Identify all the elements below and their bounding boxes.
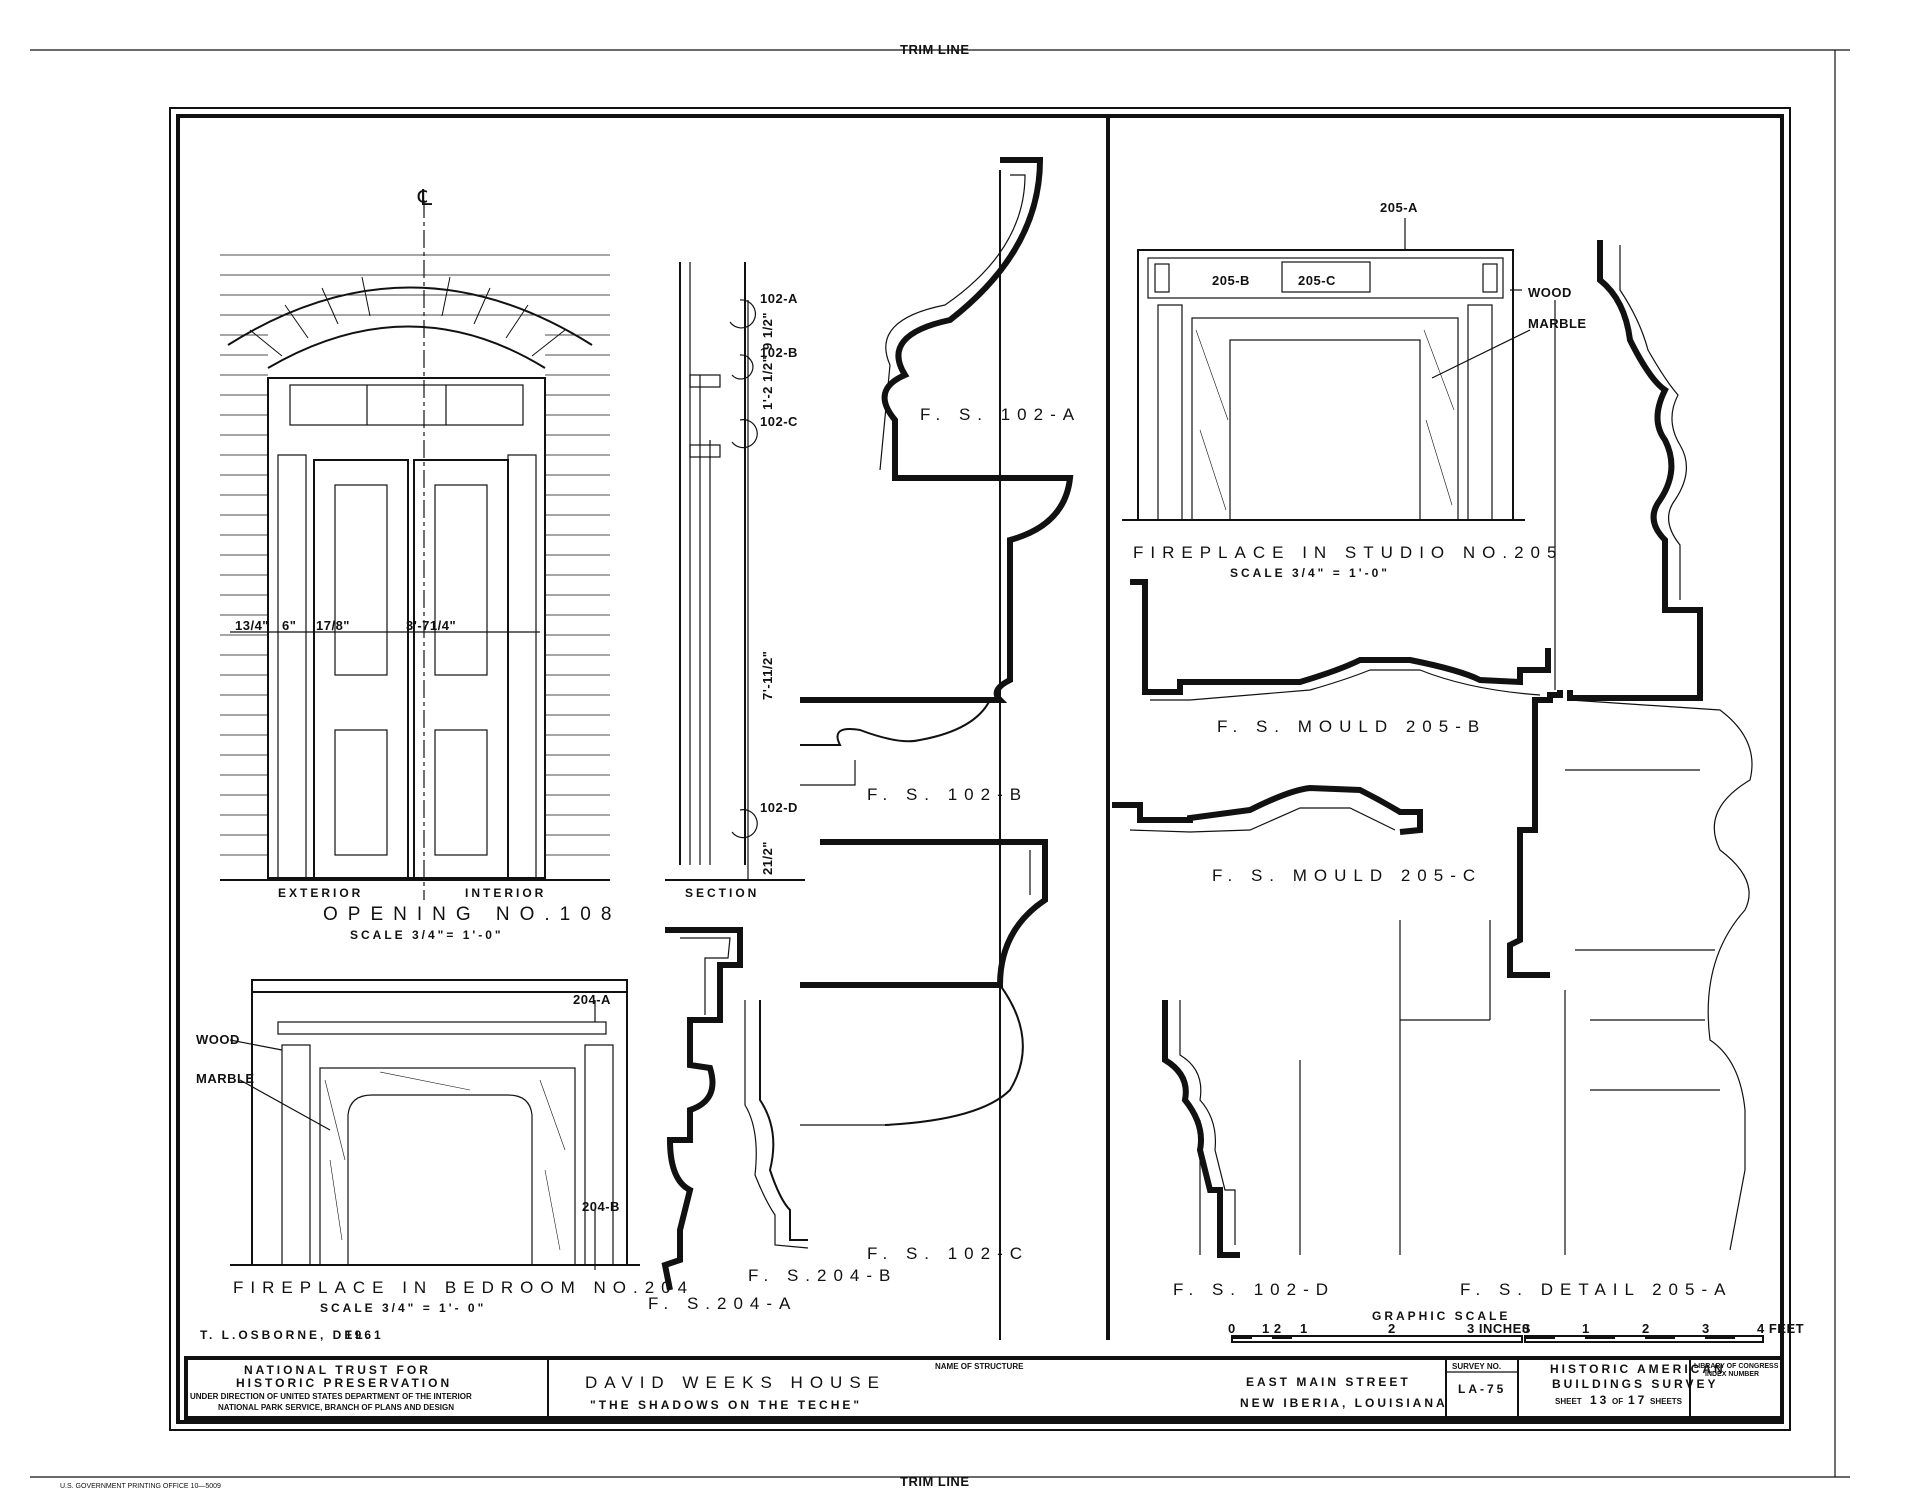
bedroom-scale: SCALE 3/4" = 1'- 0" xyxy=(320,1301,486,1315)
loc-line-1: LIBRARY OF CONGRESS xyxy=(1694,1363,1779,1370)
sheet-word: SHEET xyxy=(1555,1397,1582,1406)
scale-inch-0: 0 xyxy=(1228,1321,1236,1336)
label-205-a: 205-A xyxy=(1380,200,1418,215)
scale-foot-3: 3 xyxy=(1702,1321,1710,1336)
bedroom-marble-label: MARBLE xyxy=(196,1071,255,1086)
dim-2-1-2: 21/2" xyxy=(760,841,775,875)
studio-scale: SCALE 3/4" = 1'-0" xyxy=(1230,566,1390,580)
bottom-trim-label: TRIM LINE xyxy=(900,1474,970,1489)
fs-102-b-label: F. S. 102-B xyxy=(867,785,1028,804)
scale-foot-4: 4 FEET xyxy=(1757,1321,1804,1336)
profile-102-c xyxy=(800,839,1048,1126)
outer-border xyxy=(169,107,1791,1431)
mould-205-c-label: F. S. MOULD 205-C xyxy=(1212,866,1482,885)
loc-line-2: INDEX NUMBER xyxy=(1705,1371,1759,1378)
bedroom-fireplace-elevation xyxy=(229,979,640,1270)
inner-border xyxy=(176,114,1784,1424)
title-block xyxy=(184,1356,1784,1420)
scale-inch-1: 1 xyxy=(1300,1321,1308,1336)
sheets-total: 17 xyxy=(1628,1393,1647,1407)
habs-line-1: HISTORIC AMERICAN xyxy=(1550,1362,1726,1376)
profile-204-b xyxy=(744,1000,809,1249)
top-trim-label: TRIM LINE xyxy=(900,42,970,57)
dim-9-1-2: 9 1/2" xyxy=(760,312,775,350)
studio-fireplace-elevation xyxy=(1122,218,1531,521)
dim-3-7-1-4: 3'-71/4" xyxy=(406,618,456,633)
graphic-scale-bar xyxy=(1231,1335,1764,1343)
opening-scale: SCALE 3/4"= 1'-0" xyxy=(350,928,504,942)
opening-title: OPENING NO.108 xyxy=(323,904,621,925)
survey-no-caption: SURVEY NO. xyxy=(1452,1362,1501,1371)
detail-205-a xyxy=(1199,240,1753,1255)
scale-foot-2: 2 xyxy=(1642,1321,1650,1336)
drawing-year: 1961 xyxy=(345,1328,384,1342)
dim-1-2-1-2: 1'-2 1/2" xyxy=(760,356,775,410)
scale-foot-1: 1 xyxy=(1582,1321,1590,1336)
opening-108-elevation xyxy=(220,200,610,900)
scale-inch-3: 3 INCHES xyxy=(1467,1321,1531,1336)
org-line-2: HISTORIC PRESERVATION xyxy=(236,1376,452,1390)
of-word: OF xyxy=(1612,1397,1623,1406)
profile-mould-205-b xyxy=(1130,579,1551,701)
scale-foot-0: 0 xyxy=(1522,1321,1530,1336)
scale-inch-1-2: 1 2 xyxy=(1262,1321,1282,1336)
label-102-b: 102-B xyxy=(760,345,798,360)
org-line-3: UNDER DIRECTION OF UNITED STATES DEPARTM… xyxy=(190,1392,472,1401)
fs-204-a-label: F. S.204-A xyxy=(648,1294,797,1313)
profile-102-b xyxy=(800,699,991,786)
profile-102-d xyxy=(1162,1000,1240,1258)
dim-7-1-1-2: 7'-11/2" xyxy=(760,651,775,700)
city-state: NEW IBERIA, LOUISIANA xyxy=(1240,1396,1448,1410)
org-line-4: NATIONAL PARK SERVICE, BRANCH OF PLANS A… xyxy=(218,1403,454,1412)
bedroom-title: FIREPLACE IN BEDROOM NO.204 xyxy=(233,1278,694,1297)
label-204-b: 204-B xyxy=(582,1199,620,1214)
structure-subtitle: "THE SHADOWS ON THE TECHE" xyxy=(590,1398,862,1412)
dim-6: 6" xyxy=(282,618,296,633)
dim-1-7-8: 17/8" xyxy=(316,618,350,633)
fs-204-b-label: F. S.204-B xyxy=(748,1266,897,1285)
opening-108-section xyxy=(665,262,805,881)
exterior-label: EXTERIOR xyxy=(278,886,363,900)
fs-102-c-label: F. S. 102-C xyxy=(867,1244,1029,1263)
section-label: SECTION xyxy=(685,886,759,900)
dim-1-3-4: 13/4" xyxy=(235,618,269,633)
printing-office-note: U.S. GOVERNMENT PRINTING OFFICE 10—5009 xyxy=(60,1483,221,1490)
detail-205-a-label: F. S. DETAIL 205-A xyxy=(1460,1280,1732,1299)
mould-205-b-label: F. S. MOULD 205-B xyxy=(1217,717,1486,736)
street-address: EAST MAIN STREET xyxy=(1246,1375,1411,1389)
profile-102-a xyxy=(800,157,1074,703)
sheets-word: SHEETS xyxy=(1650,1397,1683,1406)
label-204-a: 204-A xyxy=(573,992,611,1007)
label-205-c: 205-C xyxy=(1298,273,1336,288)
scale-inch-2: 2 xyxy=(1388,1321,1396,1336)
profile-mould-205-c xyxy=(1112,784,1423,835)
studio-wood-label: WOOD xyxy=(1528,285,1572,300)
delineator-label: T. L.OSBORNE, DEL. xyxy=(200,1328,372,1342)
name-of-structure-caption: NAME OF STRUCTURE xyxy=(935,1362,1024,1371)
fs-102-a-label: F. S. 102-A xyxy=(920,405,1081,424)
survey-number: LA-75 xyxy=(1458,1382,1506,1396)
bedroom-wood-label: WOOD xyxy=(196,1032,240,1047)
label-102-a: 102-A xyxy=(760,291,798,306)
label-205-b: 205-B xyxy=(1212,273,1250,288)
sheet-number: 13 xyxy=(1590,1393,1609,1407)
label-102-d: 102-D xyxy=(760,800,798,815)
centerline-symbol: ℄ xyxy=(417,185,433,210)
structure-name: DAVID WEEKS HOUSE xyxy=(585,1373,886,1392)
label-102-c: 102-C xyxy=(760,414,798,429)
studio-title: FIREPLACE IN STUDIO NO.205 xyxy=(1133,543,1563,562)
fs-102-d-label: F. S. 102-D xyxy=(1173,1280,1335,1299)
graphic-scale-title: GRAPHIC SCALE xyxy=(1372,1309,1510,1323)
profile-204-a xyxy=(661,927,743,1291)
org-line-1: NATIONAL TRUST FOR xyxy=(244,1363,431,1377)
interior-label: INTERIOR xyxy=(465,886,546,900)
studio-marble-label: MARBLE xyxy=(1528,316,1587,331)
habs-line-2: BUILDINGS SURVEY xyxy=(1552,1377,1718,1391)
